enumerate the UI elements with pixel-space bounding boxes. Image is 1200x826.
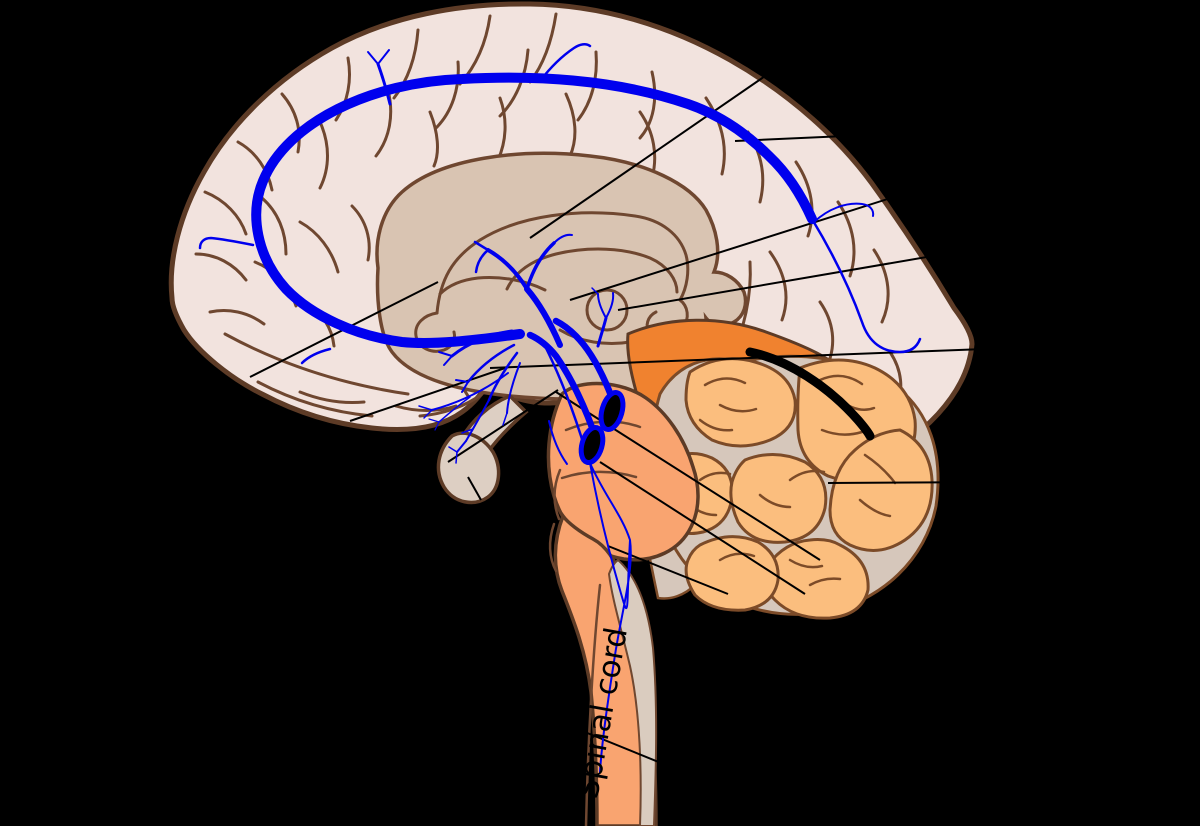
label-line <box>599 461 806 595</box>
cerebellum-lobule <box>828 428 934 552</box>
descending-spinal-fiber <box>589 462 632 773</box>
cerebellum-lobule <box>729 453 828 544</box>
tentorium-band <box>745 347 875 441</box>
cerebellum-lobule <box>684 357 797 448</box>
label-line <box>349 366 509 422</box>
locus-coeruleus-lower <box>578 424 606 466</box>
label-line <box>447 389 559 463</box>
label-lines <box>249 51 1011 777</box>
label-line <box>569 182 939 301</box>
label-line <box>529 51 801 239</box>
label-line <box>569 725 694 777</box>
interthalamic-adhesion <box>585 288 629 332</box>
cingulum-arc-distal <box>810 217 922 354</box>
cerebellum-folia-lines <box>688 374 897 587</box>
pathway-network <box>198 43 922 773</box>
fornix-bundle <box>524 286 563 348</box>
label-line <box>827 481 1011 484</box>
cingulum-arc <box>251 72 817 348</box>
label-line <box>607 545 729 595</box>
label-line <box>467 476 482 501</box>
label-line <box>734 131 936 142</box>
label-line <box>617 246 986 311</box>
brainstem <box>546 381 700 826</box>
cerebellum-lobule <box>684 535 780 612</box>
ascending-bundle <box>526 331 597 434</box>
locus-coeruleus-upper <box>598 390 626 432</box>
ascending-bundle <box>552 317 616 402</box>
